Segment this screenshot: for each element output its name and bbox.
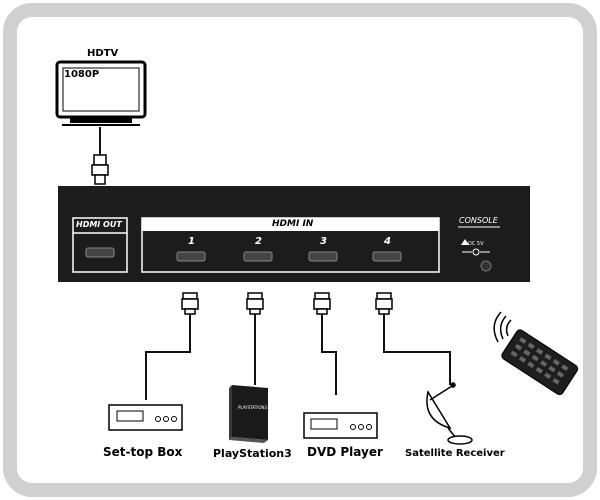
device-label-playstation3: PlayStation3	[213, 447, 292, 460]
hdtv-title: HDTV	[87, 48, 119, 59]
dvd-player-icon	[303, 412, 378, 439]
ps3-logo-text: PLAYSTATION3	[238, 405, 268, 410]
hdmi-in-port-1	[176, 251, 206, 262]
port-number-2: 2	[255, 236, 262, 247]
hdmi-in-port-2	[243, 251, 273, 262]
tv-resolution-label: 1080P	[64, 69, 100, 80]
hdmi-in-port-3	[308, 251, 338, 262]
cable-dvd-player	[321, 312, 337, 395]
hdmi-connector-icon	[181, 292, 393, 315]
switch-body	[58, 186, 530, 282]
hdtv-icon	[55, 60, 147, 126]
playstation3-icon	[229, 385, 268, 443]
hdmi-in-header	[142, 218, 439, 231]
power-jack	[480, 260, 492, 272]
device-cables	[145, 312, 451, 400]
device-label-satellite-receiver: Satellite Receiver	[405, 448, 505, 459]
remote-control-icon	[501, 329, 579, 396]
hdmi-out-panel	[72, 217, 128, 273]
cable-satellite-receiver	[383, 312, 451, 385]
hdmi-in-ports	[176, 251, 402, 262]
port-number-3: 3	[320, 236, 327, 247]
device-label-dvd-player: DVD Player	[307, 445, 383, 459]
device-label-set-top-box: Set-top Box	[103, 445, 183, 459]
hdmi-out-label: HDMI OUT	[76, 220, 122, 229]
port-number-4: 4	[384, 236, 391, 247]
hdmi-in-label: HDMI IN	[272, 219, 314, 229]
hdmi-connector-icon	[91, 154, 109, 185]
dc-power-label: DC 5V	[468, 241, 484, 247]
set-top-box-icon	[108, 404, 183, 431]
console-label: CONSOLE	[459, 216, 498, 225]
hdmi-in-port-4	[372, 251, 402, 262]
port-number-1: 1	[188, 236, 195, 247]
ir-signal-icon	[493, 311, 512, 343]
console-arrow-icon	[461, 239, 469, 245]
dc-power-symbol-icon	[462, 248, 490, 256]
cable-set-top-box	[145, 312, 191, 400]
satellite-dish-icon	[426, 382, 473, 445]
hdmi-out-port	[85, 247, 115, 258]
